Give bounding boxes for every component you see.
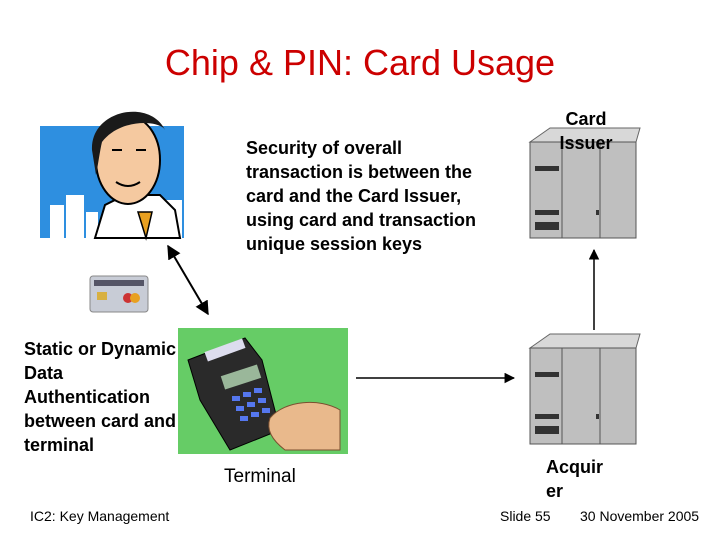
acquirer-label: Acquir er: [546, 457, 604, 501]
authentication-description: Static or Dynamic Data Authentication be…: [24, 339, 177, 455]
cardholder-image: [40, 111, 184, 241]
arrow-card-terminal: [167, 244, 209, 316]
footer-date: 30 November 2005: [580, 508, 700, 524]
card-issuer-server-image: [528, 127, 641, 239]
card-issuer-label: Card Issuer: [559, 109, 613, 153]
slide-number: Slide 55: [500, 508, 551, 524]
terminal-image: [178, 328, 348, 454]
acquirer-server-image: [528, 333, 641, 445]
terminal-label: Terminal: [224, 466, 296, 487]
footer-course: IC2: Key Management: [30, 508, 170, 524]
slide-title: Chip & PIN: Card Usage: [164, 42, 556, 83]
security-description: Security of overall transaction is betwe…: [246, 138, 477, 254]
credit-card-image: [89, 275, 149, 313]
